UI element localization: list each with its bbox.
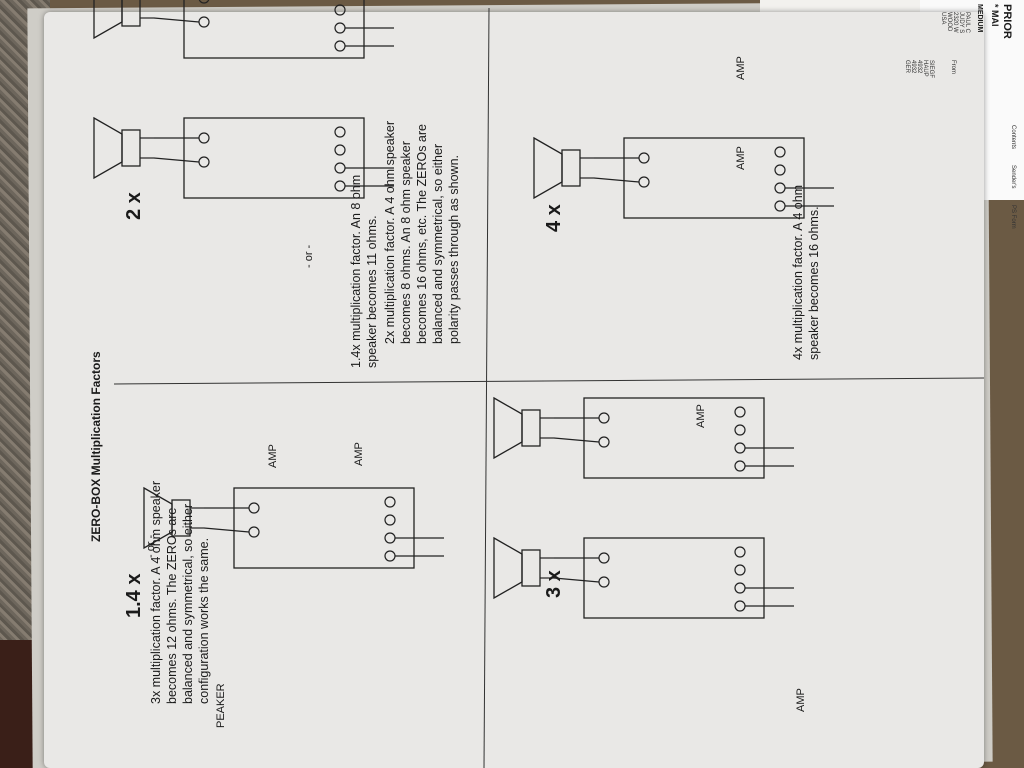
amp-label: AMP (353, 442, 365, 466)
diagram-2x-a (93, 117, 395, 199)
to-line: HAUP (922, 60, 928, 77)
mailing-label-text: PRIOR * MAI MEDIUM PAUL C JUDY S 2320 W … (904, 4, 1016, 229)
ps-form-label: PS Form (1010, 205, 1016, 229)
to-line: 4932 (916, 60, 922, 74)
caption-2x-line: balanced and symmetrical, so either (431, 144, 445, 344)
from-line: PAUL C (964, 12, 970, 34)
horizontal-divider (483, 7, 490, 768)
document-title: ZERO-BOX Multiplication Factors (89, 351, 103, 542)
medium-text: MEDIUM (976, 4, 983, 33)
amp-label: AMP (735, 146, 747, 170)
page-content: ZERO-BOX Multiplication Factors 1.4 x 2 … (89, 7, 985, 768)
caption-3x-line: 3x multiplication factor. A 4 ohm speake… (149, 481, 163, 704)
caption-3x-line: configuration works the same. (197, 538, 211, 704)
from-line: WOOD (946, 12, 952, 32)
caption-3x-line: balanced and symmetrical, so either (181, 504, 195, 704)
caption-3x-line: becomes 12 ohms. The ZEROs are (165, 508, 179, 704)
diagrams: AMP AMP AMP AMP AMP AMP - or - - or - (93, 0, 835, 712)
caption-2x-line: 2x multiplication factor. A 4 ohm speake… (383, 121, 397, 344)
from-line: JUDY S (958, 12, 964, 33)
speaker-label: PEAKER (215, 683, 227, 728)
amp-label: AMP (795, 688, 807, 712)
from-word: From (950, 60, 956, 74)
mail-text: * MAI (990, 4, 1000, 27)
section-heading-2x: 2 x (123, 192, 145, 220)
section-heading-3x: 3 x (543, 570, 565, 598)
diagram-3x-b (493, 397, 795, 479)
contents-label: Contents (1010, 125, 1016, 149)
vertical-divider (113, 377, 985, 385)
section-heading-4x: 4 x (543, 204, 565, 232)
caption-4x-line: 4x multiplication factor. A 4 ohm (791, 185, 805, 360)
or-label: - or - (303, 244, 315, 268)
to-line: 4932 (910, 60, 916, 74)
amp-label: AMP (267, 444, 279, 468)
diagram-2x-b (93, 0, 395, 59)
senders-label: Sender's (1010, 165, 1016, 189)
or-label: - or - (145, 534, 157, 558)
caption-2x-line: polarity passes through as shown. (447, 155, 461, 344)
to-line: SIEGF (928, 60, 934, 78)
from-line: 2320 W (952, 12, 958, 33)
diagram-4x (533, 137, 835, 219)
to-line: GER (904, 60, 910, 74)
from-line: USA (940, 12, 946, 24)
section-heading-1-4x: 1.4 x (123, 574, 145, 618)
caption-3x-text: 3x multiplication factor. A 4 ohm speake… (149, 481, 211, 704)
caption-1-4x-line: speaker becomes 11 ohms. (365, 215, 379, 368)
diagram-3x-a (493, 537, 795, 619)
caption-4x-line: speaker becomes 16 ohms. (807, 206, 821, 360)
caption-2x-line: becomes 8 ohms. An 8 ohm speaker (399, 141, 413, 344)
amp-label: AMP (735, 56, 747, 80)
priority-text: PRIOR (1001, 4, 1013, 39)
caption-2x-line: becomes 16 ohms, etc. The ZEROs are (415, 124, 429, 344)
document-page (44, 12, 984, 768)
amp-label: AMP (695, 404, 707, 428)
caption-1-4x-line: 1.4x multiplication factor. An 8 ohm (349, 175, 363, 368)
